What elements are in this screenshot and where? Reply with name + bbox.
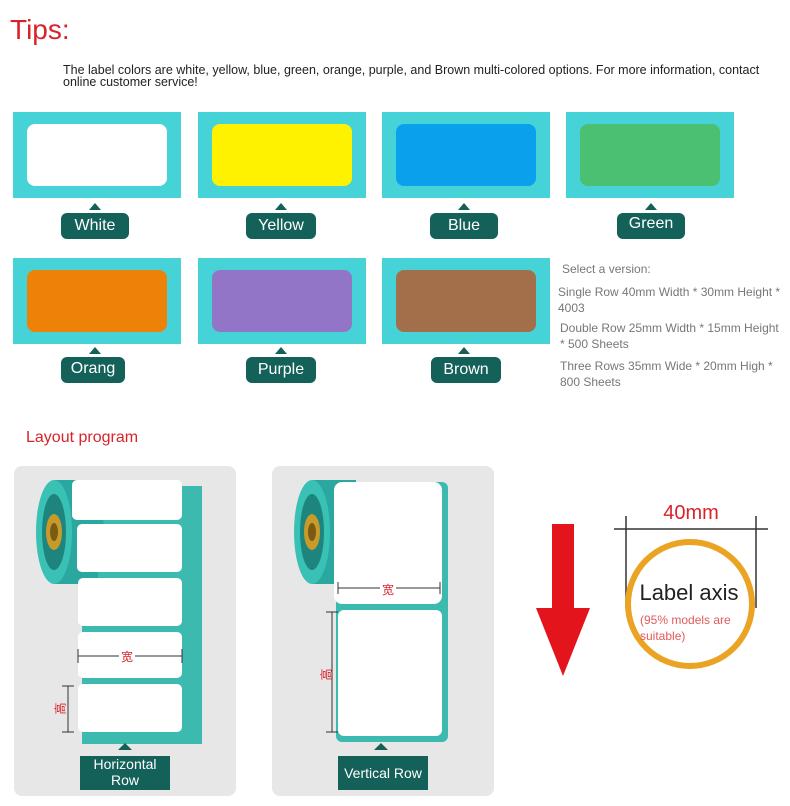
tips-title: Tips: (10, 14, 70, 45)
label-axis-note: (95% models are suitable) (640, 613, 731, 643)
swatch-purple-color (212, 270, 352, 332)
version-title: Select a version: (562, 262, 651, 276)
swatch-label-green: Green (617, 213, 685, 239)
swatch-label-yellow: Yellow (246, 213, 316, 239)
horizontal-roll-illustration (36, 480, 202, 750)
pointer-icon (458, 347, 470, 354)
swatch-blue-color (396, 124, 536, 186)
swatch-orange-color (27, 270, 167, 332)
down-arrow-icon (536, 524, 590, 676)
swatch-white-color (27, 124, 167, 186)
swatch-purple[interactable] (198, 258, 366, 344)
swatch-orange[interactable] (13, 258, 181, 344)
version-option-double-row[interactable]: Double Row 25mm Width * 15mm Height * 50… (560, 321, 779, 351)
pointer-icon (458, 203, 470, 210)
swatch-label-purple: Purple (246, 357, 316, 383)
version-option-single-row[interactable]: Single Row 40mm Width * 30mm Height * 40… (558, 285, 781, 315)
swatch-green[interactable] (566, 112, 734, 198)
swatch-label-blue: Blue (430, 213, 498, 239)
pointer-icon (89, 347, 101, 354)
label-axis-diagram (614, 516, 768, 669)
pointer-icon (275, 203, 287, 210)
pointer-icon (645, 203, 657, 210)
swatch-white[interactable] (13, 112, 181, 198)
width-dimension-label: 宽 (119, 648, 136, 665)
pointer-icon (275, 347, 287, 354)
swatch-yellow[interactable] (198, 112, 366, 198)
swatch-label-orange: Orang (61, 357, 125, 383)
height-dimension-label: 高 (319, 668, 334, 681)
width-dimension-label: 宽 (380, 581, 397, 598)
swatch-brown[interactable] (382, 258, 550, 344)
swatch-brown-color (396, 270, 536, 332)
axis-measure-label: 40mm (640, 502, 742, 525)
height-dimension-label: 高 (53, 702, 68, 715)
swatch-green-color (580, 124, 720, 186)
vertical-roll-illustration (294, 480, 448, 750)
horizontal-row-label: Horizontal Row (80, 756, 170, 790)
layout-title: Layout program (26, 429, 139, 446)
vertical-layout-panel: 宽 高 Vertical Row (272, 466, 494, 796)
version-option-three-rows[interactable]: Three Rows 35mm Wide * 20mm High * 800 S… (560, 359, 773, 389)
swatch-label-brown: Brown (431, 357, 501, 383)
horizontal-layout-panel: 宽 高 Horizontal Row (14, 466, 236, 796)
vertical-row-label: Vertical Row (338, 756, 428, 790)
label-axis-title: Label axis (639, 580, 739, 605)
tips-description: The label colors are white, yellow, blue… (63, 63, 760, 89)
swatch-blue[interactable] (382, 112, 550, 198)
swatch-yellow-color (212, 124, 352, 186)
swatch-label-white: White (61, 213, 129, 239)
pointer-icon (89, 203, 101, 210)
